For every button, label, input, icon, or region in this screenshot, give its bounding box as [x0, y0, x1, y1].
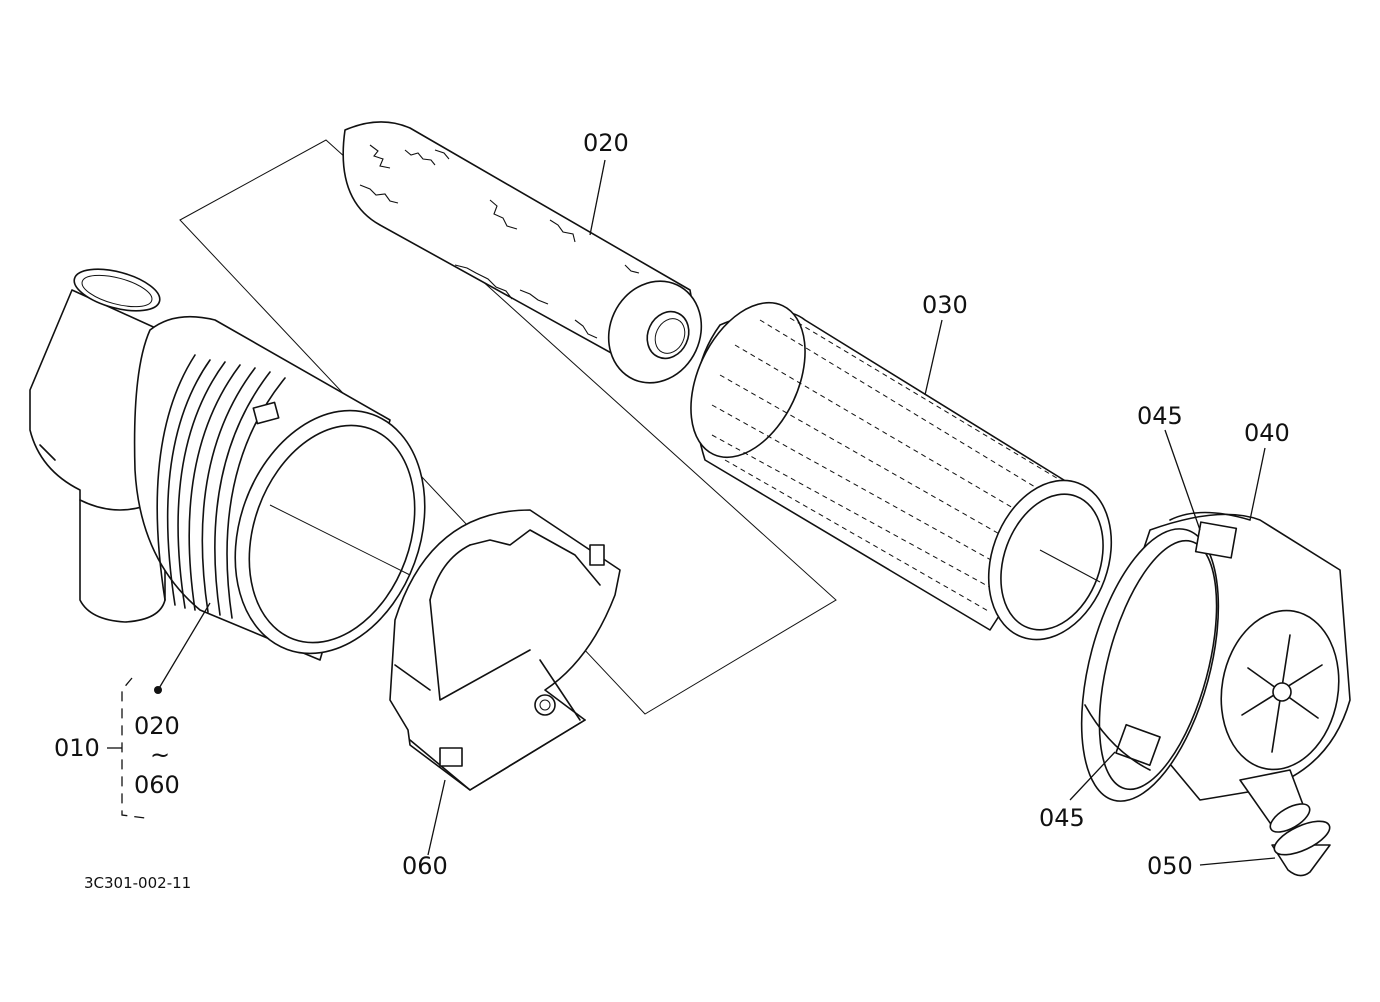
leader-lines: [157, 159, 1276, 866]
safety-element-020: [342, 121, 703, 384]
label-range-tilde: ~: [150, 741, 170, 769]
label-020-top: 020: [583, 129, 629, 157]
dot-icon: [154, 686, 162, 694]
label-range-from: 020: [134, 712, 180, 740]
cover-040: [1080, 511, 1351, 833]
evacuator-valve-050: [1271, 820, 1331, 877]
label-030: 030: [922, 291, 968, 319]
housing-010: [29, 268, 426, 661]
label-050: 050: [1147, 852, 1193, 880]
label-040: 040: [1244, 419, 1290, 447]
band-clamp-060: [389, 509, 621, 791]
diagram-code: 3C301-002-11: [84, 874, 191, 892]
main-element-030: [690, 301, 1113, 641]
assembly-bracket: [107, 677, 146, 819]
label-060: 060: [402, 852, 448, 880]
label-045-bottom: 045: [1039, 804, 1085, 832]
label-045-top: 045: [1137, 402, 1183, 430]
label-010: 010: [54, 734, 100, 762]
label-range-to: 060: [134, 771, 180, 799]
